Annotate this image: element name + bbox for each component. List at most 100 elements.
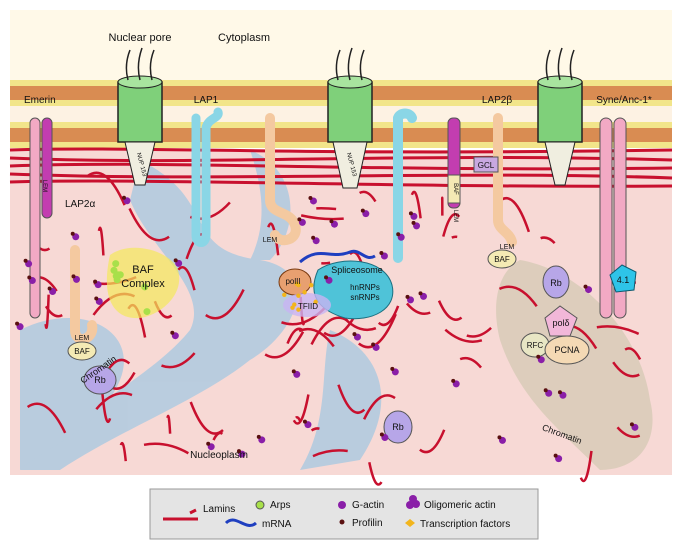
- baf-complex: [106, 247, 180, 319]
- profilin-dot: [583, 284, 588, 289]
- lamin-filament: [616, 426, 641, 439]
- legend-lamins: Lamins: [203, 504, 235, 515]
- profilin-dot: [629, 422, 634, 427]
- lamin-filament: [177, 266, 196, 291]
- profilin-dot: [47, 286, 52, 291]
- profilin-dot: [352, 332, 357, 337]
- profilin-dot: [396, 232, 401, 237]
- replication-complex: [520, 305, 590, 365]
- profilin-dot: [311, 235, 316, 240]
- lamin-filament: [161, 352, 196, 369]
- baf-oval-2: [487, 249, 517, 269]
- lamin-filament: [97, 226, 105, 256]
- label-snrnps: snRNPs: [350, 293, 379, 302]
- gcl-box: [473, 156, 499, 173]
- legend-gactin-swatch: [338, 501, 346, 509]
- legend-oligo-swatch-3: [409, 495, 417, 503]
- lamin-filament: [143, 442, 189, 455]
- lamin-filament: [377, 305, 400, 327]
- profilin-dot: [451, 378, 456, 383]
- legend-mrna: mRNA: [262, 519, 292, 530]
- profilin-dot: [170, 330, 175, 335]
- legend: Lamins Arps mRNA G-actin Profilin Oligom…: [149, 488, 539, 540]
- label-baf-complex-2: Complex: [121, 278, 165, 290]
- label-lem-1: LEM: [75, 335, 90, 342]
- profilin-dot: [536, 354, 541, 359]
- profilin-dot: [543, 388, 548, 393]
- lamin-filament: [405, 302, 431, 316]
- profilin-dot: [206, 441, 211, 446]
- legend-tf-swatch: [405, 519, 415, 527]
- lamin-filament: [128, 207, 170, 242]
- label-baf-3: BAF: [452, 183, 458, 195]
- legend-box: [149, 488, 539, 540]
- legend-profilin: Profilin: [352, 518, 383, 529]
- legend-lamins-swatch: [163, 508, 198, 521]
- transcription-factor-dot: [302, 290, 307, 295]
- lamin-filament: [442, 213, 461, 237]
- lamin-filament: [310, 427, 320, 432]
- lap2alpha-protein: [70, 245, 98, 344]
- lamin-filament: [310, 316, 349, 345]
- legend-oligo-swatch-1: [406, 501, 414, 509]
- emerin-protein: [29, 117, 41, 319]
- lamin-filament: [312, 449, 348, 458]
- lamin-filament: [358, 190, 377, 203]
- lamin-filament: [419, 429, 446, 454]
- tfiid-complex: [283, 293, 331, 317]
- label-lem-3: LEM: [500, 244, 515, 251]
- profilin-dot: [291, 369, 296, 374]
- lap1-protein: [191, 107, 223, 247]
- lamin-filament: [95, 392, 133, 410]
- label-gcl: GCL: [478, 161, 495, 170]
- rb-protein-1: [542, 265, 570, 299]
- arps-dot: [143, 308, 151, 316]
- lamin-filament: [286, 327, 304, 345]
- profilin-dot: [379, 432, 384, 437]
- lamin-filament: [300, 214, 344, 221]
- profilin-dot: [557, 390, 562, 395]
- label-rb-2: Rb: [94, 375, 106, 385]
- lamin-filament: [267, 222, 280, 256]
- lamin-filament: [624, 347, 642, 361]
- rb-protein-2: [83, 365, 117, 395]
- label-cytoplasm: Cytoplasm: [218, 32, 270, 44]
- transcription-factor-dot: [313, 299, 318, 305]
- lamin-filament: [451, 235, 458, 239]
- syne-protein-1: [599, 117, 613, 319]
- lamin-filament: [498, 285, 538, 307]
- legend-oligomeric-actin: Oligomeric actin: [424, 500, 496, 511]
- label-lap2alpha: LAP2α: [65, 199, 95, 210]
- label-baf-complex-1: BAF: [132, 264, 154, 276]
- profilin-dot: [236, 449, 241, 454]
- profilin-dot: [93, 279, 98, 284]
- legend-gactin: G-actin: [352, 500, 384, 511]
- profilin-dot: [497, 435, 502, 440]
- arps-dot: [112, 260, 120, 268]
- label-nucleoplasm: Nucleoplasm: [190, 450, 248, 461]
- legend-profilin-swatch: [339, 519, 345, 525]
- label-baf-1: BAF: [74, 347, 90, 356]
- label-lap2beta: LAP2β: [482, 95, 512, 106]
- profilin-dot: [329, 219, 334, 224]
- lamin-filament: [316, 207, 337, 211]
- lamin-filament: [44, 294, 50, 329]
- lamin-filament: [579, 450, 593, 483]
- label-pold: polδ: [552, 318, 569, 328]
- lamin-filament: [337, 384, 366, 414]
- profilin-dot: [70, 231, 75, 236]
- label-syne: Syne/Anc-1*: [596, 95, 652, 106]
- profilin-dot: [379, 251, 384, 256]
- legend-arps: Arps: [270, 500, 291, 511]
- profilin-dot: [15, 321, 20, 326]
- lamin-filament: [100, 390, 112, 424]
- transcription-factor-dot: [296, 293, 301, 298]
- profilin-dot: [256, 434, 261, 439]
- profilin-dot: [23, 258, 28, 263]
- nuclear-pore-2: [327, 47, 373, 189]
- profilin-dot: [553, 453, 558, 458]
- profilin-dot: [324, 275, 329, 280]
- profilin-dot: [411, 220, 416, 225]
